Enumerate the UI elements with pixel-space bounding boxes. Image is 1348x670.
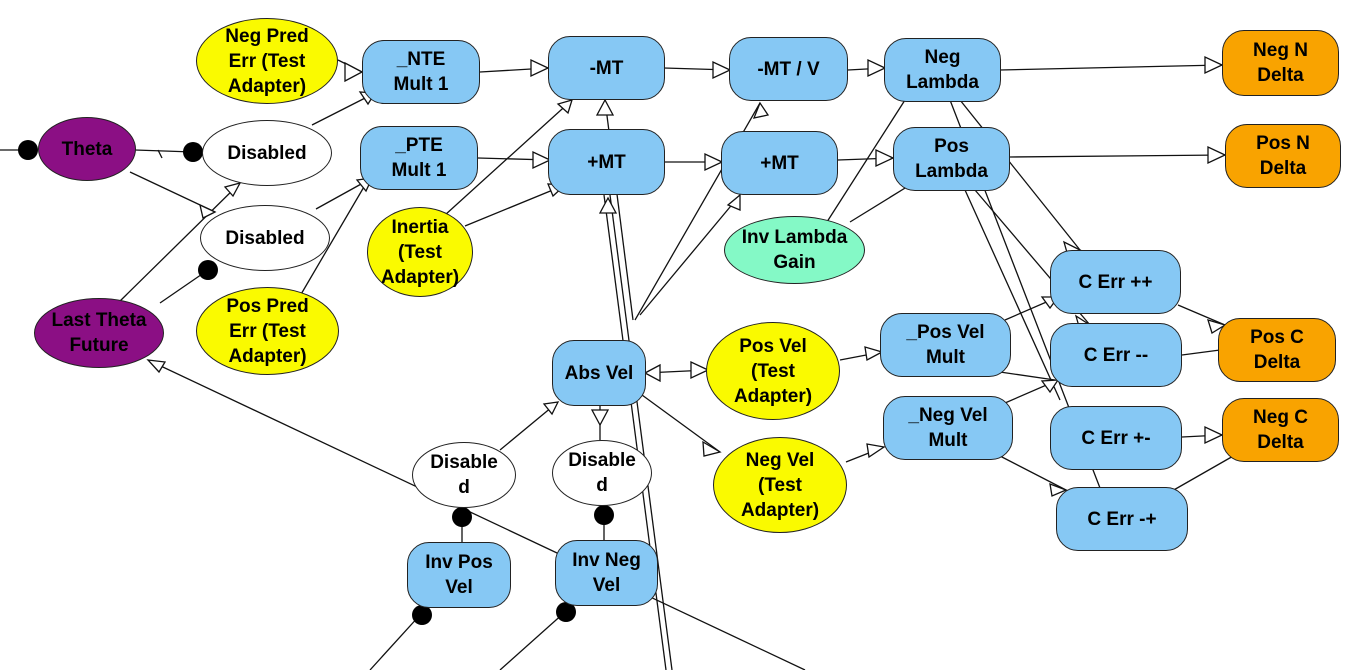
edge-inertia-minusmt	[444, 99, 573, 216]
edge-plusmt-down-a	[609, 194, 673, 670]
edge-inertia-plusmt	[464, 184, 566, 227]
tri-neglambda-in	[867, 58, 887, 78]
tri-minusmtv-in	[712, 60, 732, 80]
nte-mult-node[interactable]: _NTE Mult 1	[362, 40, 480, 104]
edge-invgain-neglambda	[824, 99, 906, 226]
plus-mt-node[interactable]: +MT	[548, 129, 665, 195]
tri-disabled-lower-in	[199, 203, 217, 219]
tri-negc-in	[1204, 425, 1224, 445]
tri-negvel-in	[702, 440, 722, 457]
dot-inv-neg	[556, 602, 576, 622]
pte-mult-node[interactable]: _PTE Mult 1	[360, 126, 478, 190]
edge-pospred-pte	[299, 179, 369, 297]
c-err-plus-plus-node[interactable]: C Err ++	[1050, 250, 1181, 314]
edge-invneg-out	[499, 611, 566, 670]
c-err-minus-plus-node[interactable]: C Err -+	[1056, 487, 1188, 551]
tri-absvel-down	[590, 409, 610, 427]
edge-plusmt2-absvel	[639, 194, 741, 316]
tri-cerrmp-in	[1049, 482, 1068, 497]
inv-pos-vel-node[interactable]: Inv Pos Vel	[407, 542, 511, 608]
edge-negmult-cerrmp	[999, 455, 1067, 491]
edge-lastheta-disabled-upper	[117, 182, 241, 304]
tri-posc-in	[1207, 319, 1227, 334]
pos-lambda-node[interactable]: Pos Lambda	[893, 127, 1010, 191]
dot-disabled-upper	[183, 142, 203, 162]
neg-c-delta-node[interactable]: Neg C Delta	[1222, 398, 1339, 462]
tri-absvel-out	[643, 363, 661, 383]
inv-lambda-gain-node[interactable]: Inv Lambda Gain	[724, 216, 865, 284]
tri-minusmt-in2	[556, 99, 573, 115]
tri-poslambda-in	[875, 148, 895, 168]
plus-mt-2-node[interactable]: +MT	[721, 131, 838, 195]
minus-mt-over-v-node[interactable]: -MT / V	[729, 37, 848, 101]
disabled-d2-node[interactable]: Disable d	[552, 440, 652, 506]
tri-posmult-in	[864, 346, 884, 362]
neg-vel-mult-node[interactable]: _Neg Vel Mult	[883, 396, 1013, 460]
tri-posn-in	[1207, 145, 1227, 165]
pos-vel-adapter-node[interactable]: Pos Vel (Test Adapter)	[706, 322, 840, 420]
c-err-plus-minus-node[interactable]: C Err +-	[1050, 406, 1182, 470]
tri-lasttheta-in	[146, 359, 167, 374]
dot-theta-in	[18, 140, 38, 160]
edge-neglambda-negn	[999, 64, 1223, 71]
tri-plusmt-down	[598, 196, 618, 214]
tri-plusmt2-in	[704, 152, 724, 172]
tri-negmult-in	[866, 443, 886, 459]
edge-cerrpp-posc	[1177, 304, 1226, 326]
inhibitory-markers	[18, 140, 614, 625]
tri-plusmt2-down	[726, 193, 741, 211]
edge-cerrmp-negc	[1164, 454, 1236, 496]
edge-absvel-negveladapter	[641, 394, 721, 453]
tri-minusmt-down	[595, 98, 615, 116]
neg-vel-adapter-node[interactable]: Neg Vel (Test Adapter)	[713, 437, 847, 533]
neg-lambda-node[interactable]: Neg Lambda	[884, 38, 1001, 102]
minus-mt-node[interactable]: -MT	[548, 36, 665, 100]
inv-neg-vel-node[interactable]: Inv Neg Vel	[555, 540, 658, 606]
theta-node[interactable]: Theta	[38, 117, 136, 181]
dot-disabled-d1	[452, 507, 472, 527]
neg-n-delta-node[interactable]: Neg N Delta	[1222, 30, 1339, 96]
edge-invpos-out	[369, 614, 421, 670]
tri-cerrpm-in	[1040, 379, 1060, 394]
dot-inv-pos	[412, 605, 432, 625]
edge-theta-disabled-cross	[157, 149, 163, 159]
edge-cerrmm-posc	[1181, 349, 1221, 356]
tri-minusmtv-down	[752, 101, 770, 119]
c-err-minus-minus-node[interactable]: C Err --	[1050, 323, 1182, 387]
abs-vel-node[interactable]: Abs Vel	[552, 340, 646, 406]
disabled-lower-node[interactable]: Disabled	[200, 205, 330, 271]
pos-vel-mult-node[interactable]: _Pos Vel Mult	[880, 313, 1011, 377]
edge-lastheta-long	[147, 359, 806, 670]
edge-poslambda-cerrpm	[964, 189, 1061, 401]
edge-posmult-cerrmm	[999, 371, 1056, 381]
tri-minusmt-in	[530, 58, 550, 78]
tri-absvel-in	[542, 401, 560, 416]
tri-disabled-upper-in	[223, 181, 242, 198]
tri-nte-in	[344, 61, 364, 83]
edge-poslambda-posn	[1009, 154, 1226, 158]
pos-pred-err-node[interactable]: Pos Pred Err (Test Adapter)	[196, 287, 339, 375]
dot-disabled-lower	[198, 260, 218, 280]
tri-posvel-in	[690, 360, 710, 380]
inertia-node[interactable]: Inertia (Test Adapter)	[367, 207, 473, 297]
disabled-upper-node[interactable]: Disabled	[202, 120, 332, 186]
tri-plusmt-in	[532, 150, 552, 170]
pos-n-delta-node[interactable]: Pos N Delta	[1225, 124, 1341, 188]
disabled-d1-node[interactable]: Disable d	[412, 442, 516, 508]
pos-c-delta-node[interactable]: Pos C Delta	[1218, 318, 1336, 382]
dot-disabled-d2	[594, 505, 614, 525]
tri-negn-in	[1204, 55, 1224, 75]
edge-neglambda-cerrpp	[959, 99, 1081, 251]
last-theta-future-node[interactable]: Last Theta Future	[34, 298, 164, 368]
edge-invgain-poslambda	[849, 184, 911, 223]
neg-pred-err-node[interactable]: Neg Pred Err (Test Adapter)	[196, 18, 338, 104]
